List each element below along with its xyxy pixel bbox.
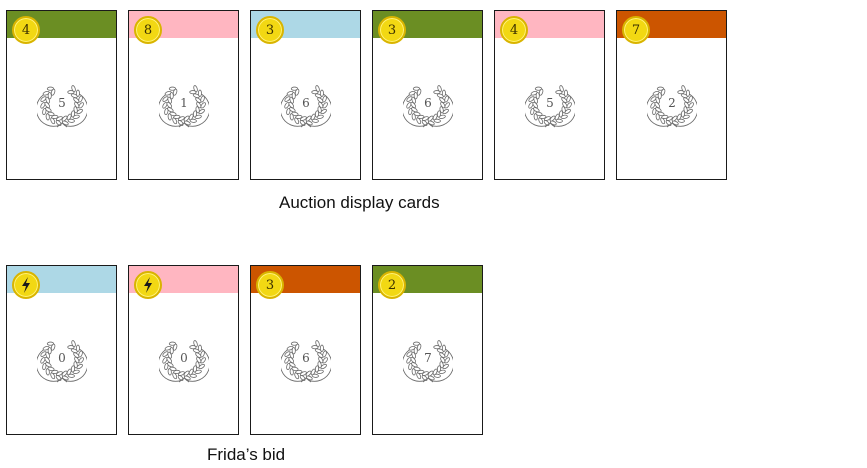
auction-card[interactable]: 7 2 [616, 10, 727, 180]
victory-points: 5 [546, 96, 554, 110]
laurel-wreath-icon: 1 [159, 83, 209, 129]
cost-value: 2 [387, 277, 397, 293]
lightning-icon [134, 271, 162, 299]
cost-value: 3 [265, 22, 275, 38]
victory-points: 7 [424, 351, 432, 365]
laurel-wreath-icon: 2 [647, 83, 697, 129]
cost-coin: 7 [622, 16, 650, 44]
laurel-wreath-icon: 0 [159, 338, 209, 384]
victory-points: 5 [58, 96, 66, 110]
auction-caption: Auction display cards [279, 193, 440, 212]
cost-value: 4 [509, 22, 519, 38]
victory-points: 6 [424, 96, 432, 110]
cost-value: 3 [387, 22, 397, 38]
laurel-wreath-icon: 7 [403, 338, 453, 384]
victory-points: 6 [302, 351, 310, 365]
auction-card[interactable]: 8 1 [128, 10, 239, 180]
victory-points: 6 [302, 96, 310, 110]
cost-value: 8 [143, 22, 153, 38]
laurel-wreath-icon: 6 [281, 83, 331, 129]
victory-points: 0 [180, 351, 188, 365]
cost-value: 4 [21, 22, 31, 38]
cost-coin: 3 [256, 16, 284, 44]
victory-points: 1 [180, 96, 188, 110]
cost-coin: 2 [378, 271, 406, 299]
bid-row: 0 0 3 6 2 7 [6, 265, 483, 435]
cost-coin: 4 [12, 16, 40, 44]
laurel-wreath-icon: 6 [403, 83, 453, 129]
victory-points: 2 [668, 96, 676, 110]
cost-value: 3 [265, 277, 275, 293]
auction-card[interactable]: 4 5 [494, 10, 605, 180]
cost-coin: 4 [500, 16, 528, 44]
auction-card[interactable]: 3 6 [372, 10, 483, 180]
cost-coin: 3 [256, 271, 284, 299]
auction-card[interactable]: 3 6 [250, 10, 361, 180]
bid-card[interactable]: 0 [6, 265, 117, 435]
laurel-wreath-icon: 6 [281, 338, 331, 384]
bid-card[interactable]: 0 [128, 265, 239, 435]
victory-points: 0 [58, 351, 66, 365]
cost-coin: 8 [134, 16, 162, 44]
auction-display-row: 4 5 8 1 3 6 3 6 4 5 7 2 [6, 10, 727, 180]
bid-card[interactable]: 2 7 [372, 265, 483, 435]
auction-card[interactable]: 4 5 [6, 10, 117, 180]
bid-card[interactable]: 3 6 [250, 265, 361, 435]
bid-caption: Frida’s bid [207, 445, 286, 464]
laurel-wreath-icon: 0 [37, 338, 87, 384]
laurel-wreath-icon: 5 [525, 83, 575, 129]
lightning-icon [12, 271, 40, 299]
cost-coin: 3 [378, 16, 406, 44]
laurel-wreath-icon: 5 [37, 83, 87, 129]
cost-value: 7 [631, 22, 641, 38]
